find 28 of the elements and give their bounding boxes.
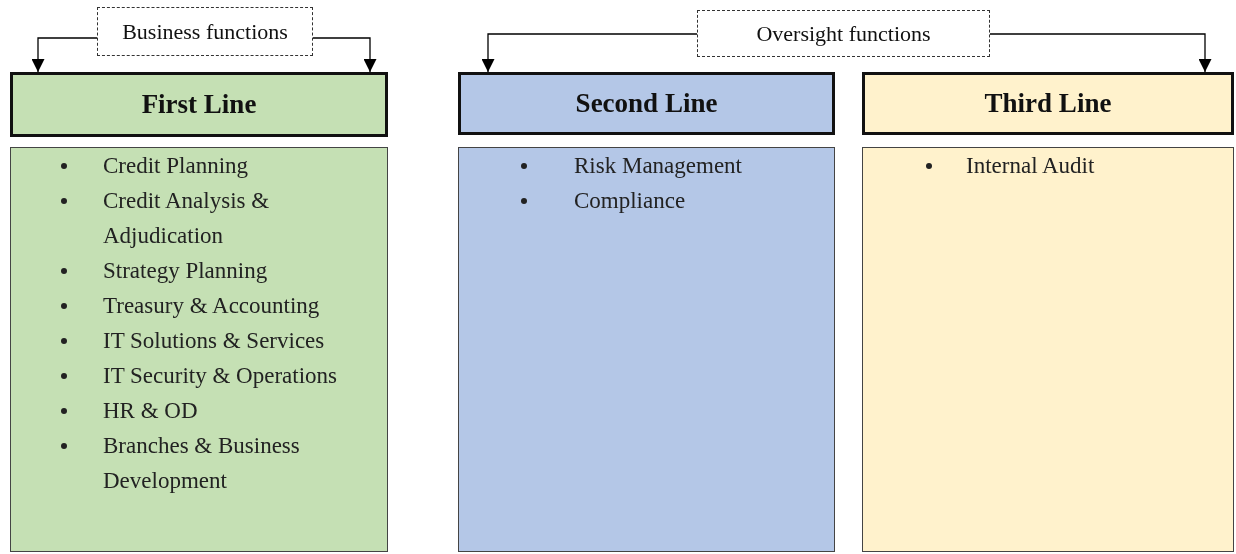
- list-item: Compliance: [574, 187, 687, 215]
- list-item: Strategy Planning: [103, 257, 269, 285]
- list-item: HR & OD: [103, 397, 199, 425]
- list-item: Treasury & Accounting: [103, 292, 321, 320]
- list-item: Credit Analysis & Adjudication: [103, 187, 271, 250]
- list-item: Credit Planning: [103, 152, 250, 180]
- arrow: [31, 37, 98, 73]
- header-box: [10, 72, 388, 137]
- list-panel: [458, 147, 835, 552]
- header-title: Second Line: [575, 87, 718, 121]
- header-box: [862, 72, 1234, 135]
- list-item: Branches & Business Development: [103, 432, 301, 495]
- group-label: Business functions: [122, 18, 288, 46]
- arrow: [481, 33, 698, 73]
- arrow: [989, 33, 1212, 73]
- arrow: [312, 37, 377, 73]
- list-item: Risk Management: [574, 152, 743, 180]
- list-item: Internal Audit: [966, 152, 1096, 180]
- header-title: First Line: [141, 88, 257, 122]
- list-item: IT Security & Operations: [103, 362, 338, 390]
- header-box: [458, 72, 835, 135]
- list-item: IT Solutions & Services: [103, 327, 326, 355]
- list-panel: [862, 147, 1234, 552]
- list-panel: [10, 147, 388, 552]
- label-box: [697, 10, 990, 57]
- label-box: [97, 7, 313, 56]
- group-label: Oversight functions: [756, 20, 931, 48]
- header-title: Third Line: [984, 87, 1112, 121]
